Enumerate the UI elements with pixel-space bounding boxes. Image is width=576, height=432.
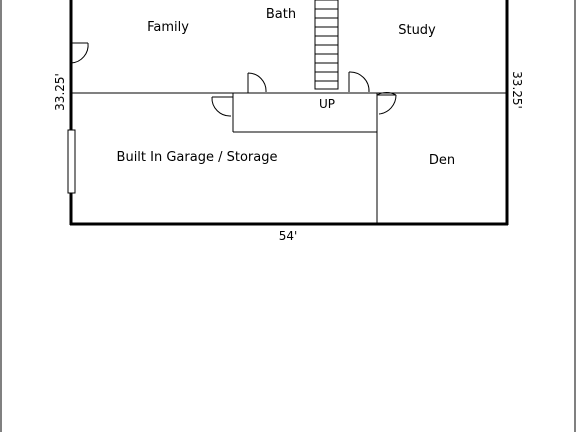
dimension-depth-left: 33.25'	[53, 73, 67, 111]
interior-walls	[71, 92, 507, 224]
door-den	[376, 91, 397, 115]
door-upper-left	[247, 72, 267, 93]
room-label-family: Family	[147, 20, 189, 35]
door-lower-left	[211, 96, 233, 117]
room-label-study: Study	[398, 23, 436, 38]
stair-label: UP	[319, 97, 335, 111]
staircase	[314, 0, 339, 90]
exterior-walls	[69, 0, 509, 226]
window	[67, 129, 76, 194]
door-study	[348, 71, 370, 93]
room-label-bath: Bath	[266, 7, 296, 22]
dimension-depth-right: 33.25'	[510, 71, 524, 109]
door-family	[70, 42, 89, 64]
room-label-den: Den	[429, 153, 455, 168]
room-label-garage: Built In Garage / Storage	[117, 150, 278, 165]
dimension-width: 54'	[279, 229, 298, 243]
